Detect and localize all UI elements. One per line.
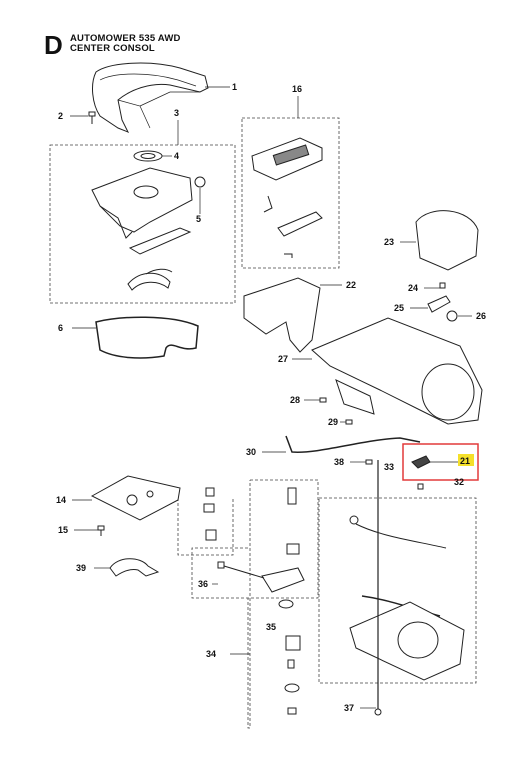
part-38-screw <box>365 459 373 465</box>
label-15: 15 <box>58 525 68 535</box>
part-24-26-hardware <box>427 282 458 322</box>
label-26: 26 <box>476 311 486 321</box>
group-box-36 <box>191 547 248 599</box>
group-box-3 <box>49 144 236 304</box>
part-15-screw <box>97 525 105 536</box>
title-line-2: CENTER CONSOL <box>70 43 155 54</box>
label-24: 24 <box>408 283 418 293</box>
label-6: 6 <box>58 323 63 333</box>
label-39: 39 <box>76 563 86 573</box>
highlight-box <box>402 443 479 481</box>
label-35: 35 <box>266 622 276 632</box>
part-2-screw <box>88 111 96 124</box>
label-38: 38 <box>334 457 344 467</box>
group-box-16 <box>241 117 340 269</box>
label-23: 23 <box>384 237 394 247</box>
label-16: 16 <box>292 84 302 94</box>
part-23-cover <box>415 210 479 271</box>
part-14-plate <box>90 475 181 521</box>
part-30-cable <box>285 435 421 453</box>
label-3: 3 <box>174 108 179 118</box>
label-4: 4 <box>174 151 179 161</box>
label-29: 29 <box>328 417 338 427</box>
label-5: 5 <box>196 214 201 224</box>
label-32: 32 <box>454 477 464 487</box>
part-21-clip <box>411 455 431 469</box>
part-6-seal <box>95 316 199 359</box>
label-22: 22 <box>346 280 356 290</box>
part-22-bracket <box>243 277 321 353</box>
part-39-bracket <box>109 558 160 577</box>
part-4-grommet <box>133 150 163 162</box>
part-27-center-body <box>311 317 483 425</box>
label-34: 34 <box>206 649 216 659</box>
label-28: 28 <box>290 395 300 405</box>
label-1: 1 <box>232 82 237 92</box>
highlight-marker <box>458 454 474 466</box>
label-14: 14 <box>56 495 66 505</box>
label-25: 25 <box>394 303 404 313</box>
label-27: 27 <box>278 354 288 364</box>
part-1-top-cover <box>92 62 209 133</box>
label-21: 21 <box>460 456 470 466</box>
diagram-title: AUTOMOWER 535 AWD CENTER CONSOL <box>70 34 181 54</box>
label-2: 2 <box>58 111 63 121</box>
part-32-group-housing <box>349 515 465 681</box>
group-box-14 <box>177 498 234 556</box>
part-3-housing <box>91 167 206 291</box>
leader-lines <box>70 86 472 709</box>
part-37-nut <box>374 708 382 716</box>
group-box-32 <box>318 497 477 684</box>
label-36: 36 <box>198 579 208 589</box>
label-37: 37 <box>344 703 354 713</box>
part-connector <box>203 487 217 541</box>
part-36-bolt <box>217 561 265 579</box>
part-34-shaft-stack <box>261 487 305 715</box>
section-letter: D <box>44 30 63 60</box>
part-labels: 1 2 3 4 5 6 14 15 16 21 22 23 24 25 26 2… <box>56 82 486 713</box>
label-33: 33 <box>384 462 394 472</box>
part-16-keypad <box>251 137 323 258</box>
label-30: 30 <box>246 447 256 457</box>
title-line-1: AUTOMOWER 535 AWD <box>70 33 181 44</box>
part-32-screw <box>417 483 424 490</box>
